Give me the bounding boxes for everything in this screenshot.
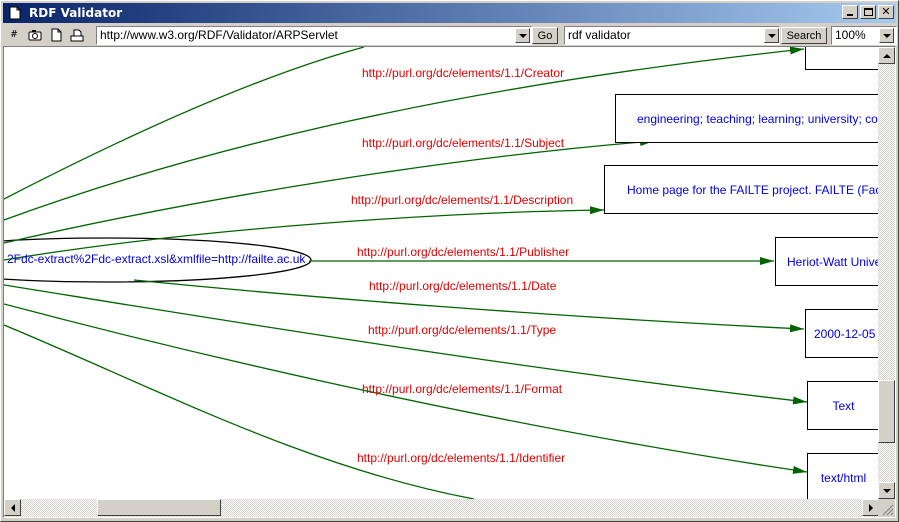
rdf-graph: 2Fdc-extract%2Fdc-extract.xsl&xmlfile=ht… (4, 47, 879, 499)
object-node-label: 2000-12-05 (814, 326, 876, 341)
object-node-label: Heriot-Watt Unive (787, 254, 879, 269)
search-button[interactable]: Search (781, 27, 827, 44)
vertical-scroll-thumb[interactable] (878, 380, 895, 443)
zoom-dropdown-button[interactable] (879, 28, 894, 43)
scroll-right-button[interactable] (862, 499, 879, 516)
edge-label-creator: http://purl.org/dc/elements/1.1/Creator (362, 66, 565, 80)
object-node-label: Text (832, 398, 855, 413)
document-icon (9, 6, 21, 20)
object-node-label: Home page for the FAILTE project. FAILTE… (627, 182, 879, 197)
scroll-up-button[interactable] (878, 47, 895, 64)
edge-label-description: http://purl.org/dc/elements/1.1/Descript… (351, 193, 574, 207)
arrow-down-icon (882, 488, 891, 493)
edge-label-date: http://purl.org/dc/elements/1.1/Date (369, 279, 557, 293)
new-page-icon[interactable] (47, 26, 65, 44)
arrow-left-icon (10, 503, 15, 512)
close-button[interactable]: ✕ (878, 5, 894, 19)
toolbar: # http://www.w3.org/RDF/Validator/ARPSer… (3, 24, 897, 46)
graph-viewport: 2Fdc-extract%2Fdc-extract.xsl&xmlfile=ht… (3, 46, 896, 518)
vertical-scrollbar[interactable] (878, 47, 895, 499)
object-node-publisher: Heriot-Watt Unive (775, 237, 879, 286)
hash-icon[interactable]: # (10, 30, 18, 40)
object-node-subject: engineering; teaching; learning; univers… (615, 94, 879, 143)
object-node-type: Text (807, 381, 879, 430)
edge-label-subject: http://purl.org/dc/elements/1.1/Subject (362, 136, 565, 150)
resize-grip-icon (882, 504, 894, 516)
edge-label-identifier: http://purl.org/dc/elements/1.1/Identifi… (357, 451, 566, 465)
maximize-icon (863, 8, 873, 16)
horizontal-scroll-thumb[interactable] (97, 499, 221, 516)
print-icon[interactable] (68, 26, 86, 44)
subject-node-label: 2Fdc-extract%2Fdc-extract.xsl&xmlfile=ht… (7, 252, 306, 266)
search-input[interactable]: rdf validator (564, 26, 780, 45)
maximize-button[interactable] (860, 5, 876, 19)
chevron-down-icon (767, 33, 776, 38)
object-node-creator (805, 47, 879, 70)
arrow-right-icon (868, 503, 873, 512)
scroll-left-button[interactable] (4, 499, 21, 516)
graph-edges (4, 47, 808, 499)
object-node-label: text/html (820, 470, 867, 485)
chevron-down-icon (518, 33, 527, 38)
address-bar[interactable]: http://www.w3.org/RDF/Validator/ARPServl… (96, 26, 532, 45)
object-node-format: text/html (807, 453, 879, 499)
object-node-description: Home page for the FAILTE project. FAILTE… (604, 165, 879, 214)
chevron-down-icon (882, 33, 891, 38)
minimize-icon (847, 14, 853, 16)
object-node-date: 2000-12-05 (805, 309, 879, 358)
search-dropdown-button[interactable] (764, 28, 779, 43)
close-icon: ✕ (881, 5, 891, 18)
camera-icon[interactable] (26, 26, 44, 44)
arrow-up-icon (882, 53, 891, 58)
minimize-button[interactable] (842, 5, 858, 19)
go-button[interactable]: Go (532, 27, 558, 44)
address-dropdown-button[interactable] (515, 28, 530, 43)
resize-grip[interactable] (878, 499, 895, 517)
scroll-down-button[interactable] (878, 482, 895, 499)
edge-label-format: http://purl.org/dc/elements/1.1/Format (362, 382, 563, 396)
title-bar: RDF Validator ✕ (3, 3, 896, 23)
window-title: RDF Validator (29, 6, 123, 20)
edge-label-type: http://purl.org/dc/elements/1.1/Type (368, 323, 557, 337)
object-node-label: engineering; teaching; learning; univers… (637, 111, 878, 126)
horizontal-scrollbar[interactable] (4, 499, 879, 517)
edge-label-publisher: http://purl.org/dc/elements/1.1/Publishe… (357, 245, 570, 259)
